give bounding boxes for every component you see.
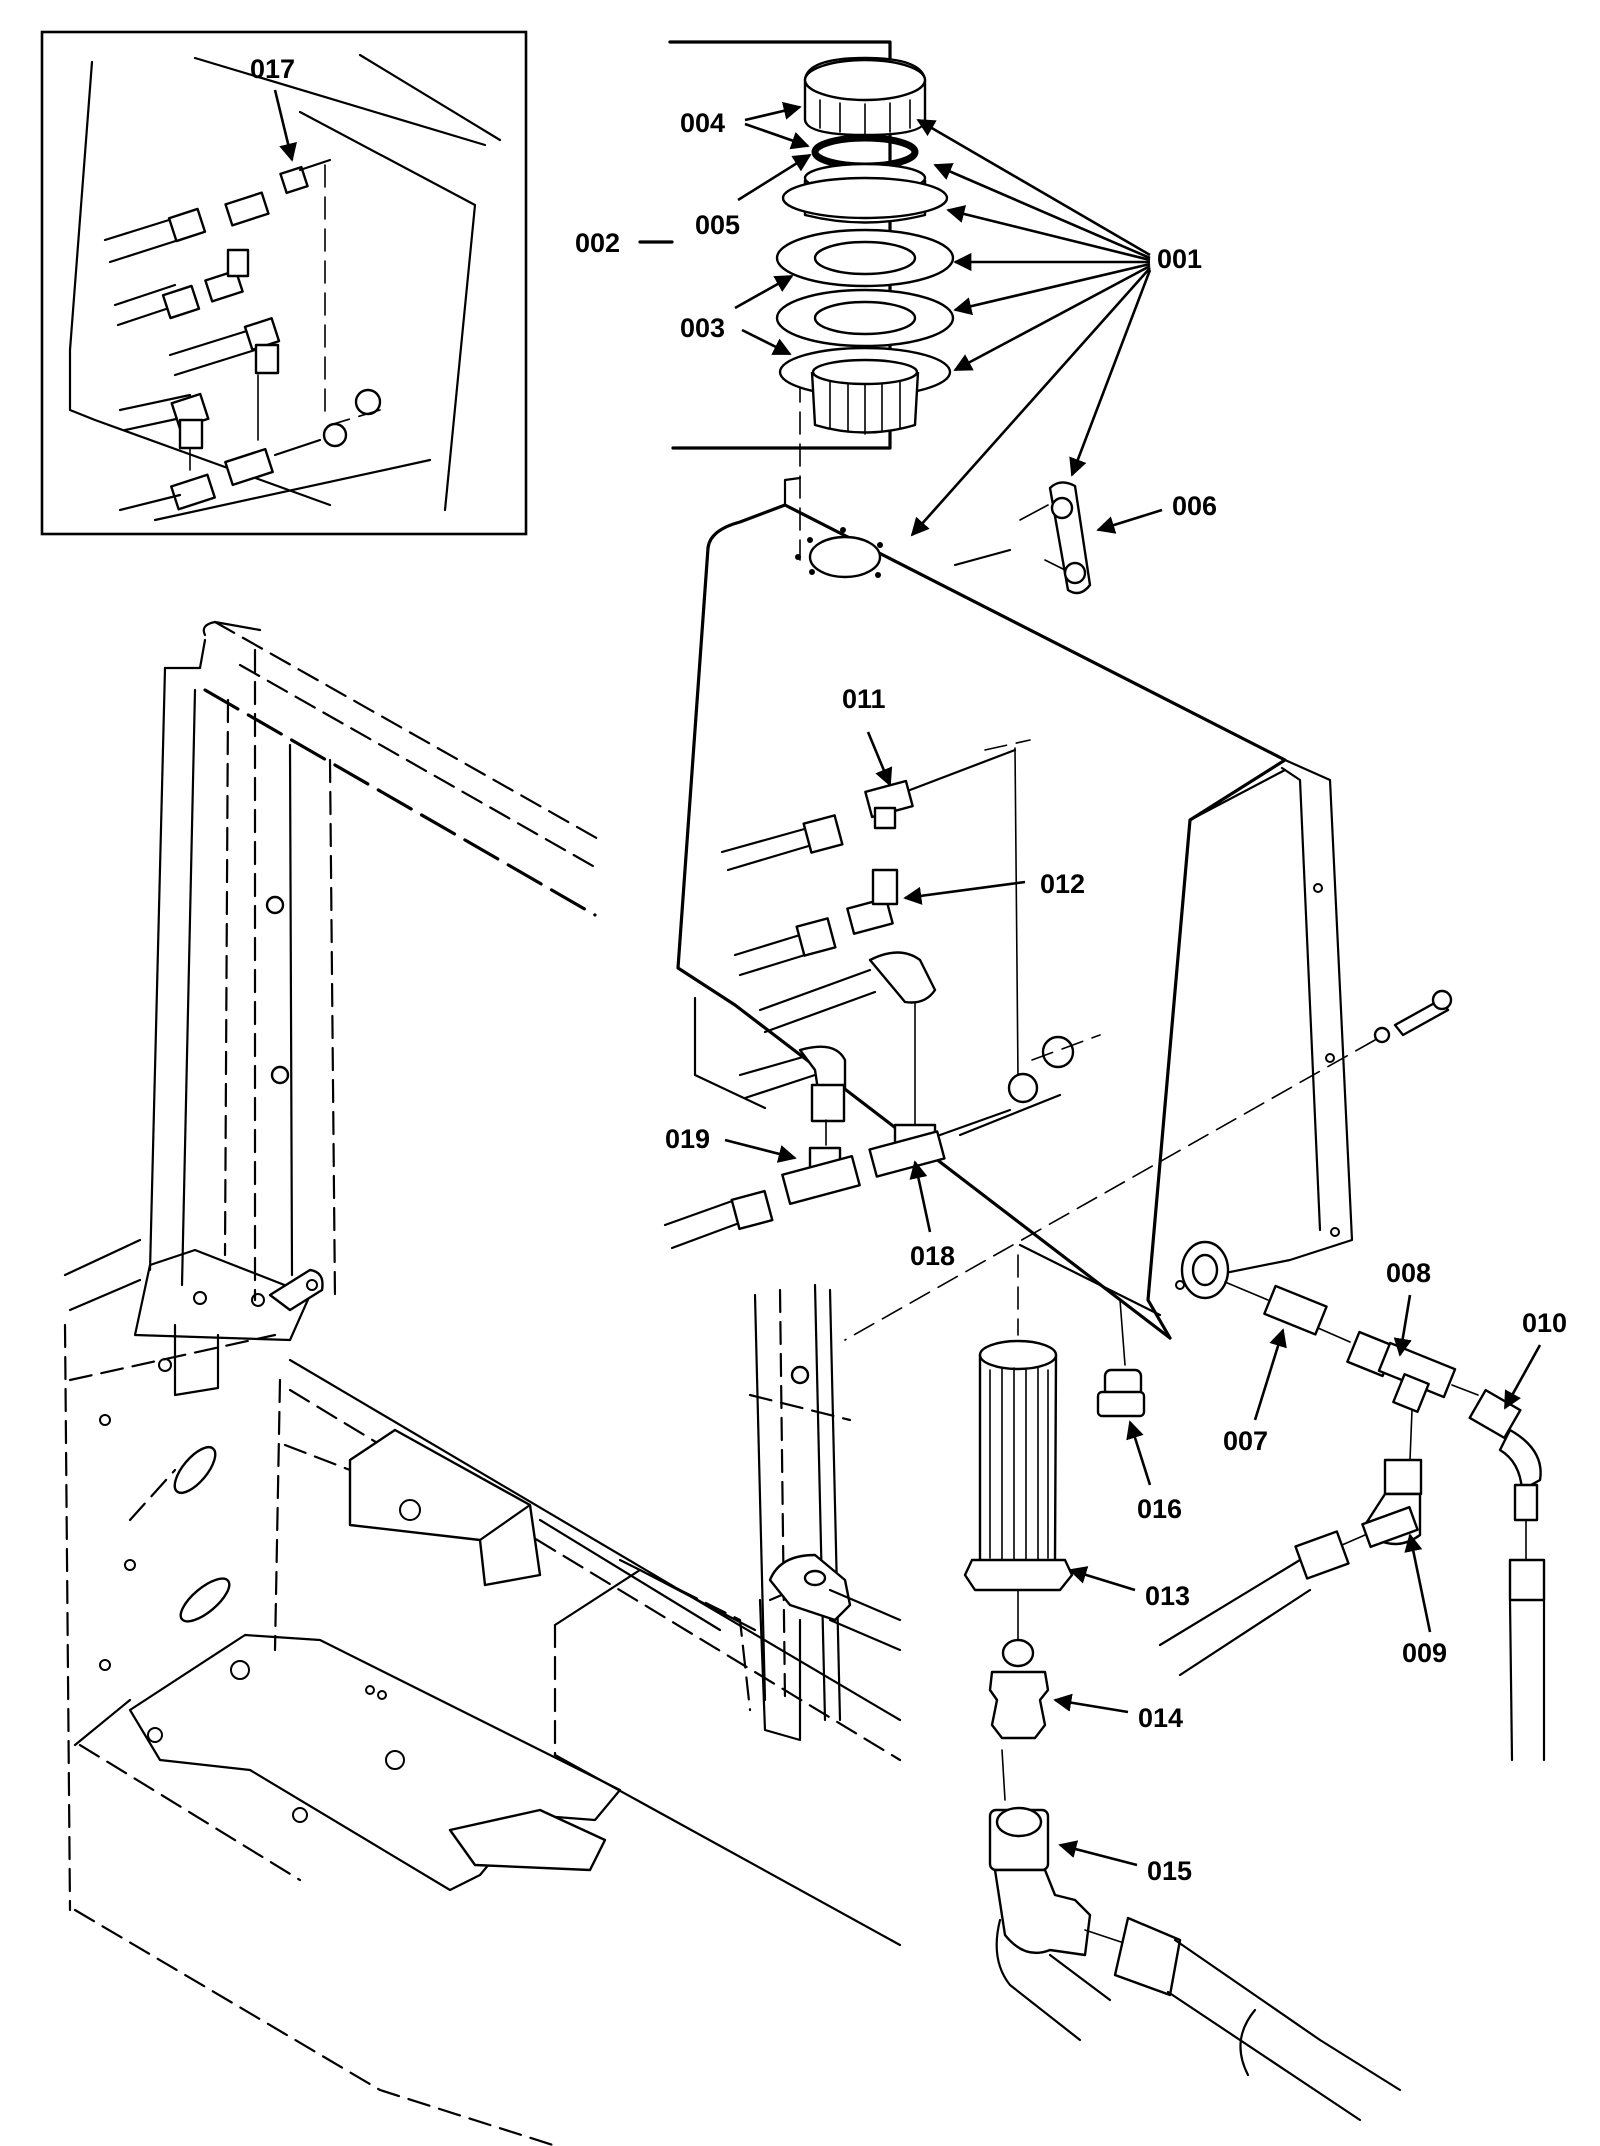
strainer-hex xyxy=(963,1558,1074,1592)
hose-nut-009 xyxy=(1294,1530,1350,1580)
callout-017: 017 xyxy=(250,54,295,84)
bolt xyxy=(1393,998,1450,1037)
callout-010: 010 xyxy=(1522,1308,1567,1338)
elbow-010-stem xyxy=(1513,1483,1539,1522)
sight-gauge-006: 006 xyxy=(1019,481,1217,595)
tank-filler-opening xyxy=(808,535,882,579)
elbow-019 xyxy=(798,1045,847,1092)
callout-014: 014 xyxy=(1138,1703,1183,1733)
post-clamp xyxy=(768,1553,852,1622)
elbow-inset-3b xyxy=(178,418,204,450)
o-ring-014 xyxy=(1001,1638,1035,1668)
callout-001: 001 xyxy=(1157,244,1202,274)
hose-nut-inset-2 xyxy=(161,284,201,320)
inset-frame xyxy=(40,30,528,536)
tee-019 xyxy=(781,1154,861,1206)
washer-018a xyxy=(1007,1072,1039,1104)
frame-bolt-2 xyxy=(270,1065,290,1085)
return-line-fittings: 007 008 010 009 xyxy=(1158,1240,1567,1762)
elbow-upper xyxy=(868,951,937,1004)
elbow-inset-1b xyxy=(226,248,250,278)
callout-016: 016 xyxy=(1137,1494,1182,1524)
channel-bracket xyxy=(348,1428,542,1587)
elbow-012b xyxy=(871,868,899,906)
bolt-washer xyxy=(1373,1026,1391,1044)
hose-nut-010 xyxy=(1508,1558,1546,1602)
suction-strainer-013 xyxy=(978,1346,1058,1569)
drain-plug-016: 016 xyxy=(1096,1299,1182,1524)
callout-018: 018 xyxy=(910,1241,955,1271)
elbow-010 xyxy=(1498,1428,1542,1492)
filler-assembly: 004 002 005 003 001 xyxy=(575,40,1202,561)
callout-007: 007 xyxy=(1223,1426,1268,1456)
flange-1 xyxy=(781,176,949,220)
callout-005: 005 xyxy=(695,210,740,240)
elbow-010-nut xyxy=(1468,1388,1522,1440)
inset-detail: 017 xyxy=(40,30,528,536)
elbow-009-nut xyxy=(1383,1458,1423,1496)
hose-nut-017a xyxy=(167,207,207,243)
adapter-007 xyxy=(1263,1284,1328,1336)
callout-008: 008 xyxy=(1386,1258,1431,1288)
gasket-005 xyxy=(811,134,919,170)
adapter-014 xyxy=(988,1670,1050,1740)
callout-012: 012 xyxy=(1040,869,1085,899)
callout-015: 015 xyxy=(1147,1856,1192,1886)
callout-004: 004 xyxy=(680,108,725,138)
callout-011: 011 xyxy=(842,684,886,714)
frame-bolt-1 xyxy=(265,895,285,915)
washer-018b xyxy=(1041,1035,1075,1069)
elbow-inset-1 xyxy=(204,269,244,303)
post-bolt xyxy=(790,1365,810,1385)
elbow-012 xyxy=(846,897,894,935)
callout-003: 003 xyxy=(680,313,725,343)
suction-filter-assembly: 013 014 015 xyxy=(963,1254,1402,2122)
machine-frame xyxy=(63,620,902,2146)
elbow-inset-2b xyxy=(254,343,280,375)
callout-002: 002 xyxy=(575,228,620,258)
hose-nut-012 xyxy=(795,917,837,957)
tee-fitting-inset-1 xyxy=(224,191,270,227)
callout-013: 013 xyxy=(1145,1581,1190,1611)
callout-019: 019 xyxy=(665,1124,710,1154)
hose-nut-019 xyxy=(730,1189,774,1231)
elbow-015 xyxy=(993,1868,1092,1957)
tee-inset-bottom xyxy=(224,447,274,487)
tee-inset-left xyxy=(170,473,216,511)
hose-nut-011 xyxy=(802,814,844,854)
washer-inset-1 xyxy=(322,422,348,448)
hose-nut-015 xyxy=(1113,1916,1182,1997)
elbow-019b xyxy=(810,1083,846,1123)
callout-009: 009 xyxy=(1402,1638,1447,1668)
hydraulic-tank: 011 012 019 018 xyxy=(663,476,1453,1341)
cap-017 xyxy=(279,165,309,195)
callout-006: 006 xyxy=(1172,491,1217,521)
